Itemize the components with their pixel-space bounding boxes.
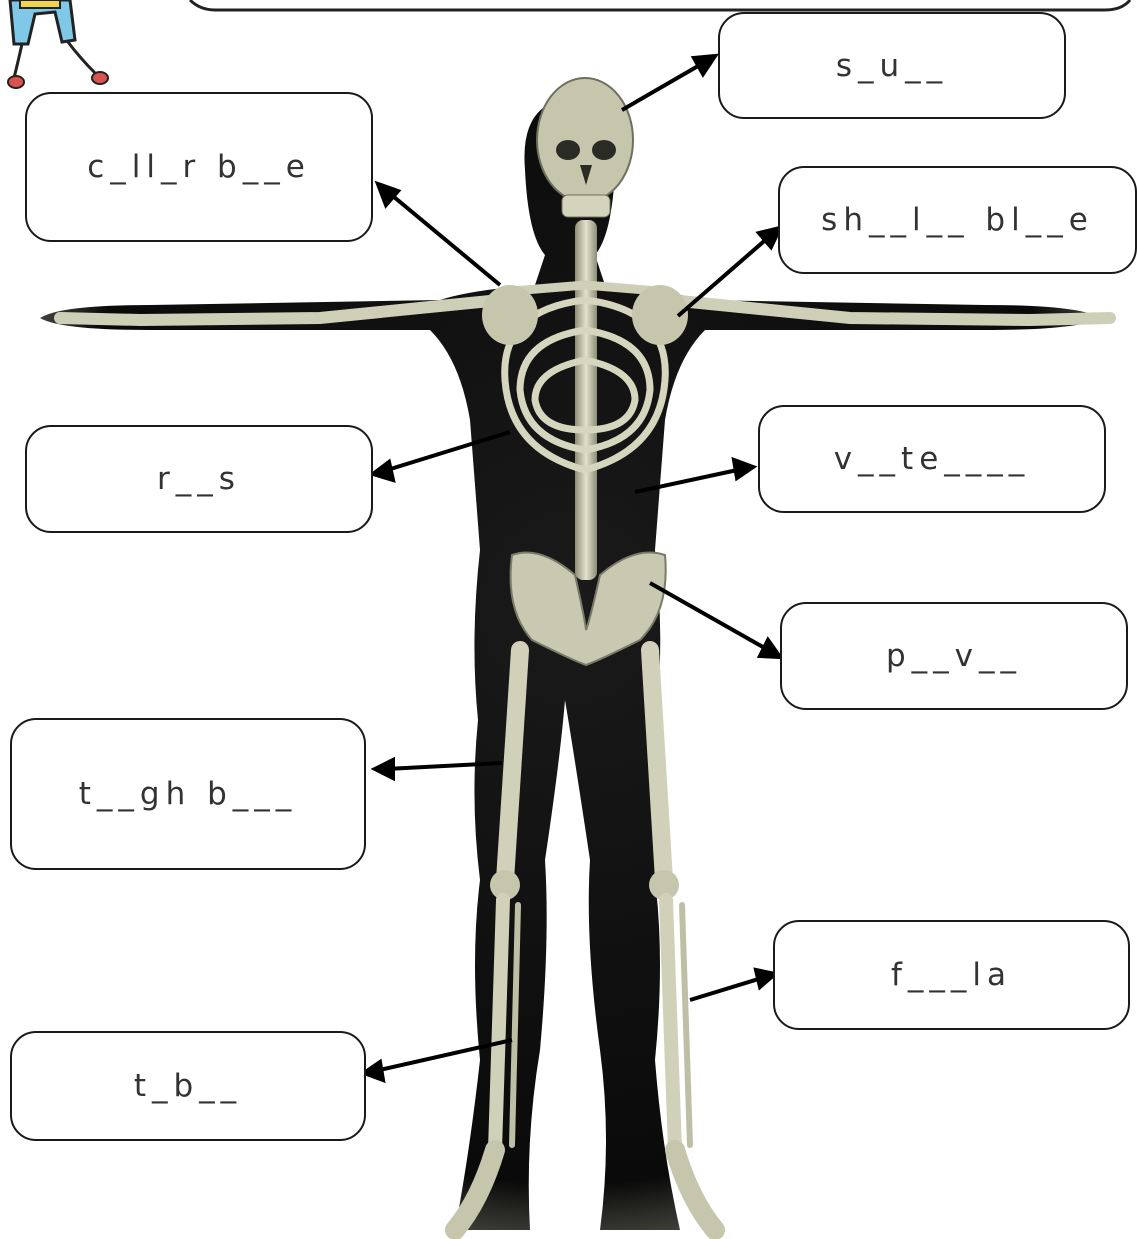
label-box-tibia[interactable]: t_b__ [10, 1031, 366, 1141]
label-text-vertebrae: v__te____ [834, 441, 1031, 477]
label-box-collar-bone[interactable]: c_ll_r b__e [25, 92, 373, 242]
spine-bone [575, 220, 597, 580]
label-text-tibia: t_b__ [134, 1068, 242, 1104]
label-box-vertebrae[interactable]: v__te____ [758, 405, 1106, 513]
label-text-pelvis: p__v__ [886, 638, 1022, 674]
label-text-shoulder-blade: sh__l__ bl__e [821, 202, 1094, 238]
label-box-thigh-bone[interactable]: t__gh b___ [10, 718, 366, 870]
label-text-ribs: r__s [157, 461, 241, 497]
label-box-skull[interactable]: s_u__ [718, 12, 1066, 119]
label-box-fibula[interactable]: f___la [773, 920, 1130, 1030]
label-box-shoulder-blade[interactable]: sh__l__ bl__e [778, 166, 1137, 274]
label-text-thigh-bone: t__gh b___ [79, 776, 298, 812]
label-text-fibula: f___la [891, 957, 1012, 993]
label-text-skull: s_u__ [836, 48, 948, 84]
label-text-collar-bone: c_ll_r b__e [87, 149, 311, 185]
label-box-pelvis[interactable]: p__v__ [780, 602, 1128, 710]
label-box-ribs[interactable]: r__s [25, 425, 373, 533]
